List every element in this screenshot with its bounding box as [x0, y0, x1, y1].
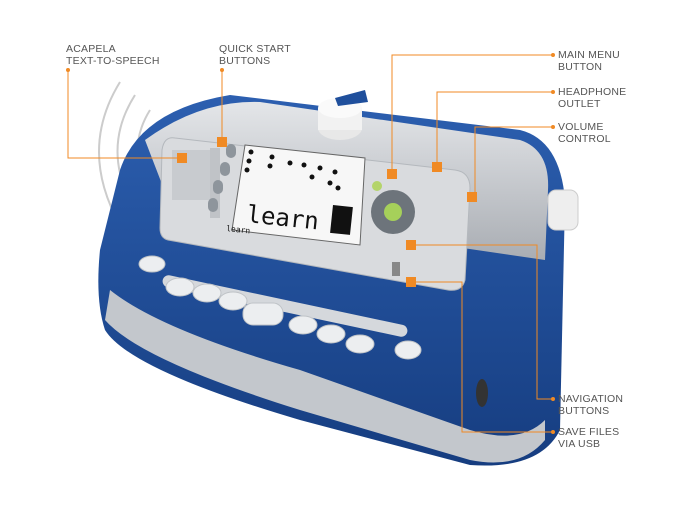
usb-port	[392, 262, 400, 276]
callout-lines	[67, 54, 553, 433]
side-port	[476, 379, 488, 407]
screen-small-word: learn	[226, 224, 251, 235]
callout-markers	[66, 53, 555, 434]
paper-knob	[318, 90, 368, 140]
braille-keys	[138, 255, 422, 360]
navigation-buttons	[371, 190, 415, 234]
side-knob	[547, 189, 579, 231]
quick-start-buttons	[208, 144, 236, 212]
main-menu-button	[372, 181, 382, 191]
display-screen: learn learn	[226, 144, 366, 246]
